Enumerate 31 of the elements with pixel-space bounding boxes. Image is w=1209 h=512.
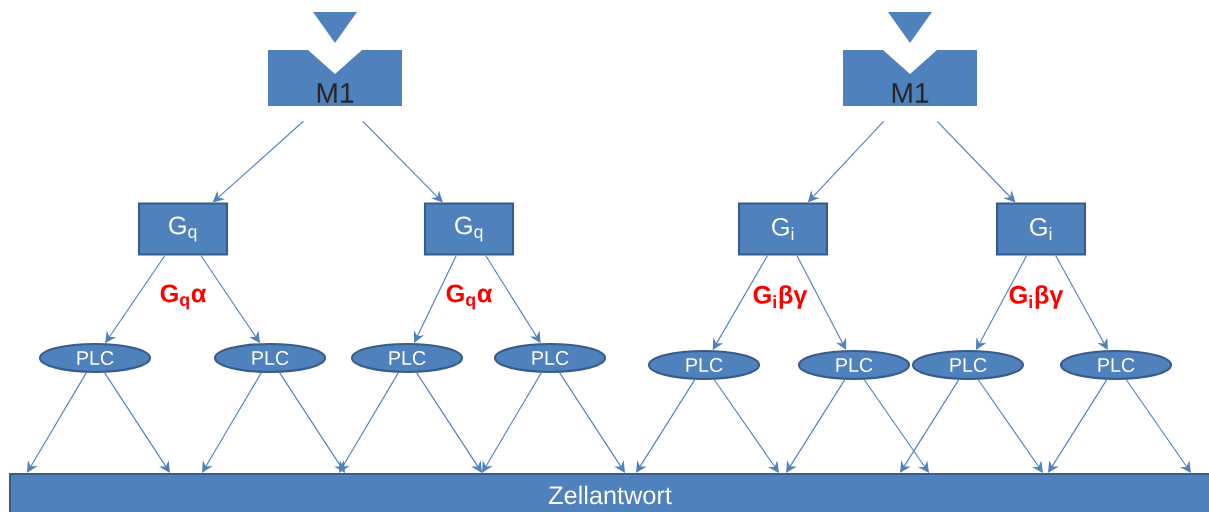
arrow: [559, 372, 625, 473]
arrow: [863, 379, 929, 473]
arrow: [977, 379, 1043, 473]
process-box: G$_{q}$: [423, 202, 515, 256]
arrow: [636, 379, 696, 473]
arrow: [279, 372, 345, 473]
arrow: [27, 372, 87, 473]
arrow: [362, 120, 443, 203]
arrow: [416, 372, 482, 473]
ligand-triangle: [888, 12, 932, 43]
subunit-label: G$_{i}$βγ: [753, 285, 808, 309]
ligand-triangle: [313, 12, 357, 43]
arrow: [482, 372, 542, 473]
process-box: G$_{i}$: [995, 202, 1087, 256]
process-box: G$_{q}$: [137, 202, 229, 256]
arrow: [713, 379, 779, 473]
subunit-label: G$_{q}$α: [446, 284, 493, 310]
subunit-label: G$_{i}$βγ: [1009, 285, 1064, 309]
process-box: G$_{i}$: [737, 202, 829, 256]
subunit-label: G$_{q}$α: [160, 284, 207, 310]
arrow: [104, 372, 170, 473]
response-bar: Zellantwort: [8, 472, 1209, 512]
arrow: [1048, 379, 1108, 473]
arrow: [202, 372, 262, 473]
receptor-box: M1: [843, 50, 977, 106]
arrow: [936, 120, 1016, 203]
arrow: [786, 379, 846, 473]
arrow: [1125, 379, 1191, 473]
receptor-box: M1: [268, 50, 402, 106]
arrow: [339, 372, 399, 473]
arrow: [900, 379, 960, 473]
